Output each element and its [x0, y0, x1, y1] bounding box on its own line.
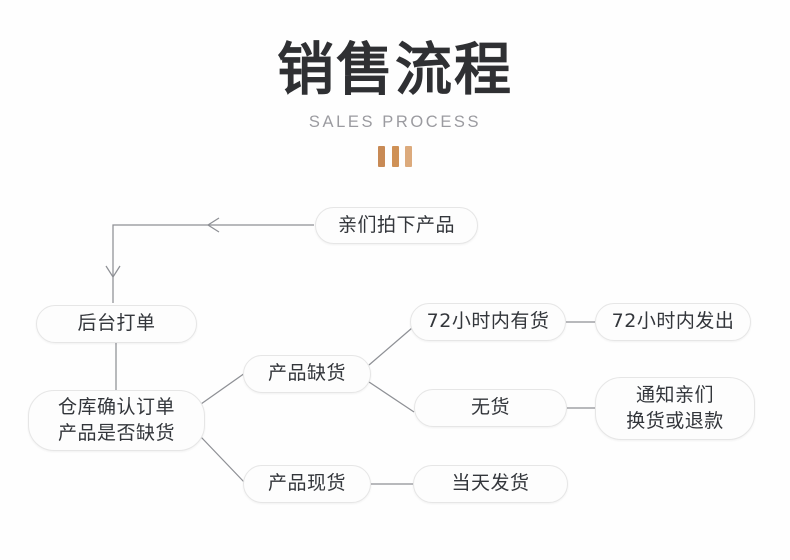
- flow-node-label: 72小时内发出: [611, 310, 735, 333]
- flow-node-no-stock[interactable]: 无货: [414, 389, 567, 427]
- edge-confirm-to-oos: [200, 372, 246, 405]
- page-subtitle: SALES PROCESS: [308, 112, 482, 131]
- flow-node-label: 产品缺货: [267, 362, 346, 385]
- page-title: 销售流程: [277, 37, 513, 103]
- edge-confirm-to-instock: [200, 436, 246, 484]
- flow-node-label: 72小时内有货: [426, 310, 550, 333]
- edge-order-to-print-arrowhead-down: [105, 265, 121, 279]
- flow-node-restock-within-72h[interactable]: 72小时内有货: [410, 303, 566, 341]
- ornament-bars-icon: [378, 132, 412, 168]
- flow-node-label: 后台打单: [77, 312, 156, 335]
- flow-node-label: 仓库确认订单 产品是否缺货: [57, 396, 175, 444]
- flow-node-label: 无货: [470, 396, 510, 419]
- flow-node-product-out-of-stock[interactable]: 产品缺货: [243, 355, 371, 393]
- flow-node-customer-places-order[interactable]: 亲们拍下产品: [315, 207, 478, 244]
- flow-node-label: 产品现货: [267, 472, 346, 495]
- edge-oos-to-nostock: [368, 381, 415, 413]
- edge-oos-to-72have: [368, 327, 413, 366]
- ornament-bar-3: [405, 146, 412, 168]
- flow-node-notify-exchange-or-refund[interactable]: 通知亲们 换货或退款: [595, 377, 755, 440]
- flow-node-label: 当天发货: [451, 472, 530, 495]
- flow-node-backend-print-order[interactable]: 后台打单: [36, 305, 197, 343]
- flow-node-label: 通知亲们 换货或退款: [626, 384, 724, 432]
- edge-order-to-print: [112, 224, 314, 303]
- ornament-bar-1: [378, 146, 385, 168]
- flow-node-warehouse-confirm-order[interactable]: 仓库确认订单 产品是否缺货: [28, 390, 205, 451]
- flow-node-label: 亲们拍下产品: [337, 213, 455, 236]
- flow-node-ship-within-72h[interactable]: 72小时内发出: [595, 303, 751, 341]
- edge-order-to-print-arrowhead-left: [206, 217, 220, 233]
- flow-node-product-in-stock[interactable]: 产品现货: [243, 465, 371, 503]
- header: 销售流程 SALES PROCESS: [0, 0, 790, 168]
- ornament-bar-2: [391, 146, 399, 168]
- flow-node-same-day-shipping[interactable]: 当天发货: [413, 465, 568, 503]
